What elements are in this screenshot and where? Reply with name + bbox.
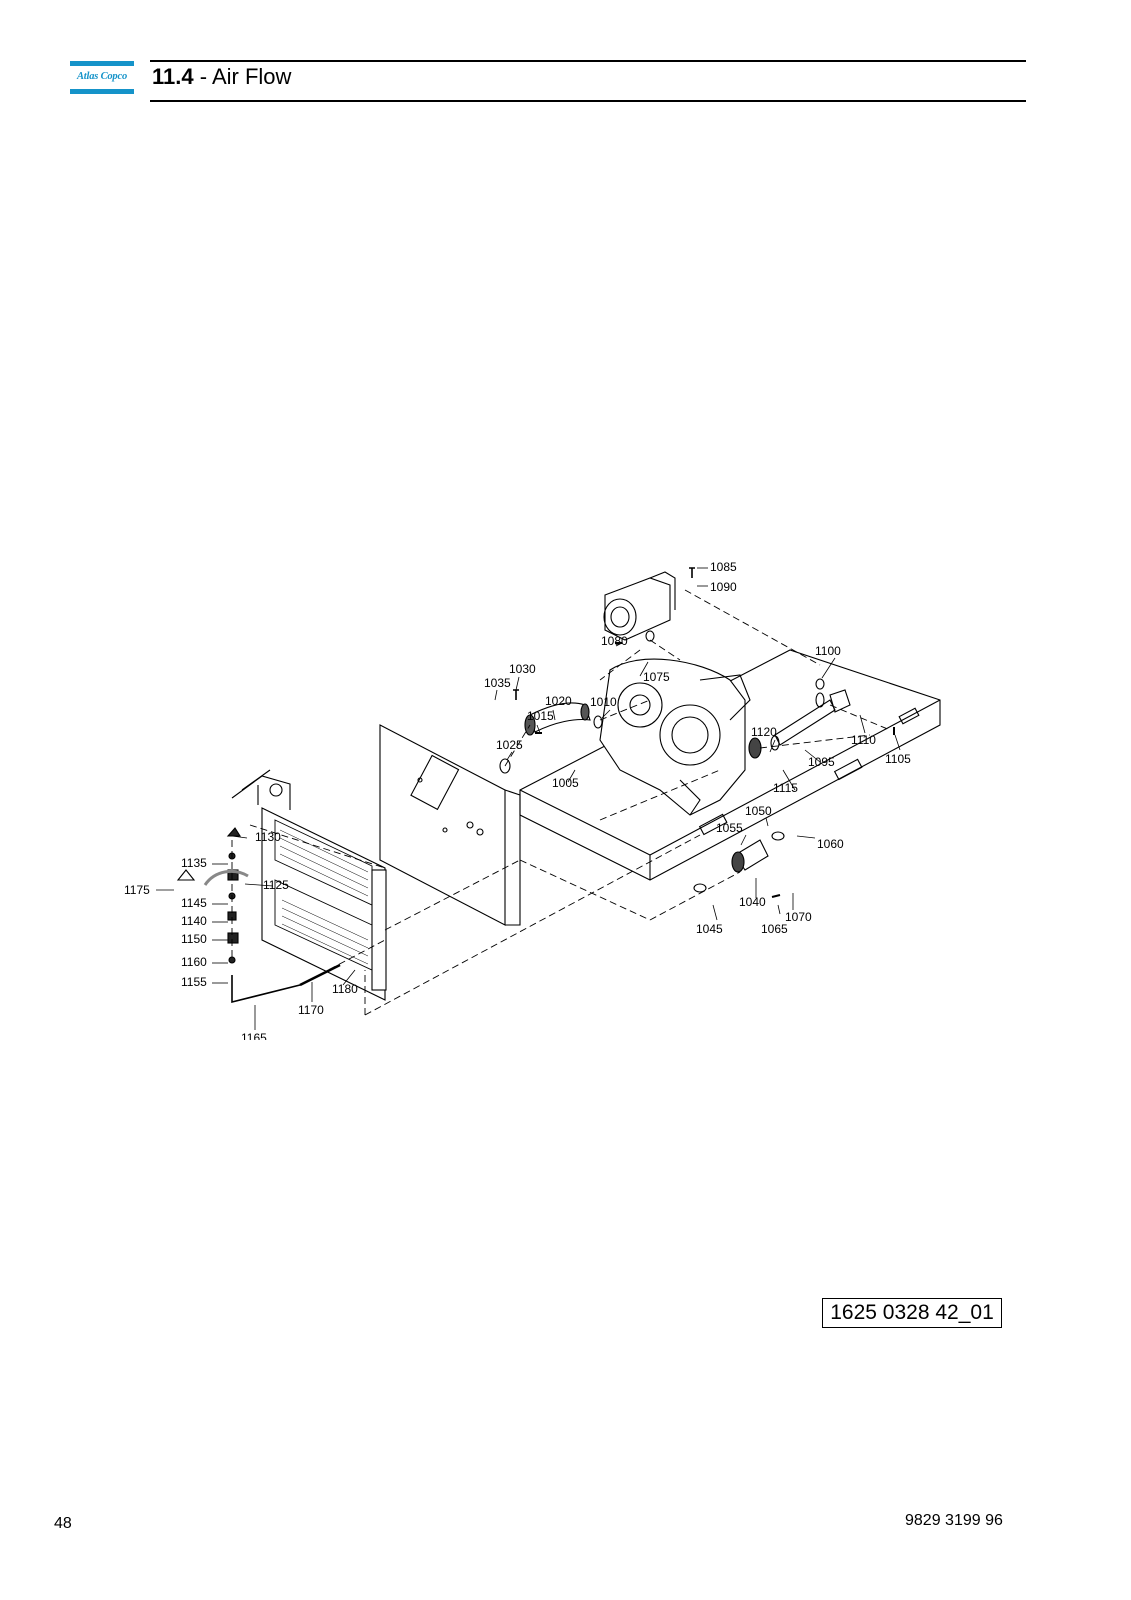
- callout-1075: 1075: [643, 670, 670, 684]
- callout-1015: 1015: [527, 709, 554, 723]
- callout-1145: 1145: [181, 896, 207, 910]
- callout-1170: 1170: [298, 1003, 324, 1017]
- o-rings: [499, 630, 825, 774]
- callout-1150: 1150: [181, 932, 207, 946]
- callout-1155: 1155: [181, 975, 207, 989]
- callout-1050: 1050: [745, 804, 772, 818]
- inlet-hose: [524, 702, 591, 736]
- callout-1160: 1160: [181, 955, 207, 969]
- callout-1070: 1070: [785, 910, 812, 924]
- callout-labels: 1005 1010 1015 1020 1025 1030 1035 1040 …: [124, 560, 911, 1040]
- callout-1035: 1035: [484, 676, 511, 690]
- callout-1110: 1110: [851, 733, 876, 747]
- callout-1095: 1095: [808, 755, 835, 769]
- callout-1005: 1005: [552, 776, 579, 790]
- header-bottom-rule: [150, 100, 1026, 102]
- outlet-pipe: [748, 689, 851, 759]
- callout-1040: 1040: [739, 895, 766, 909]
- callout-1125: 1125: [263, 878, 289, 892]
- compressor-element: [599, 658, 751, 816]
- atlas-copco-logo: Atlas Copco: [70, 61, 134, 95]
- document-number: 9829 3199 96: [905, 1512, 1003, 1529]
- header-top-rule: [150, 60, 1026, 62]
- logo-wordmark: Atlas Copco: [76, 71, 127, 82]
- callout-1030: 1030: [509, 662, 536, 676]
- callout-1020: 1020: [545, 694, 572, 708]
- callout-1060: 1060: [817, 837, 844, 851]
- callout-1105: 1105: [885, 752, 911, 766]
- logo-top-band: [70, 61, 134, 66]
- assembly-lines: [231, 589, 891, 1016]
- drain-assembly: [176, 827, 341, 1004]
- mounting-panel: [379, 724, 521, 926]
- diagram-artwork: [176, 567, 941, 1016]
- figure-id-box: 1625 0328 42_01: [822, 1298, 1002, 1328]
- section-title: 11.4 - Air Flow: [152, 64, 291, 90]
- callout-1010: 1010: [590, 695, 617, 709]
- cooler-outlet-hose: [693, 831, 785, 893]
- diagram-svg: 1005 1010 1015 1020 1025 1030 1035 1040 …: [124, 560, 941, 1040]
- section-number: 11.4: [152, 64, 194, 89]
- callout-1055: 1055: [716, 821, 743, 835]
- section-separator: -: [193, 64, 212, 89]
- callout-1135: 1135: [181, 856, 207, 870]
- exploded-parts-diagram: 1005 1010 1015 1020 1025 1030 1035 1040 …: [110, 550, 960, 1040]
- callout-1045: 1045: [696, 922, 723, 936]
- section-title-text: Air Flow: [211, 64, 292, 89]
- callout-1065: 1065: [761, 922, 788, 936]
- callout-1140: 1140: [181, 914, 207, 928]
- drive-motor: [603, 571, 676, 641]
- callout-1180: 1180: [332, 982, 358, 996]
- callout-1080: 1080: [601, 634, 628, 648]
- callout-1085: 1085: [710, 560, 737, 574]
- callout-1120: 1120: [751, 725, 777, 739]
- callout-1100: 1100: [815, 644, 841, 658]
- leader-lines: [156, 567, 901, 1030]
- page-number: 48: [54, 1515, 72, 1532]
- callout-1175: 1175: [124, 883, 150, 897]
- callout-1115: 1115: [773, 781, 798, 795]
- cooler: [231, 769, 387, 1001]
- callout-1090: 1090: [710, 580, 737, 594]
- callout-1130: 1130: [255, 830, 281, 844]
- fasteners: [513, 567, 895, 898]
- callout-1165: 1165: [241, 1031, 267, 1040]
- logo-bottom-band: [70, 89, 134, 94]
- callout-1025: 1025: [496, 738, 523, 752]
